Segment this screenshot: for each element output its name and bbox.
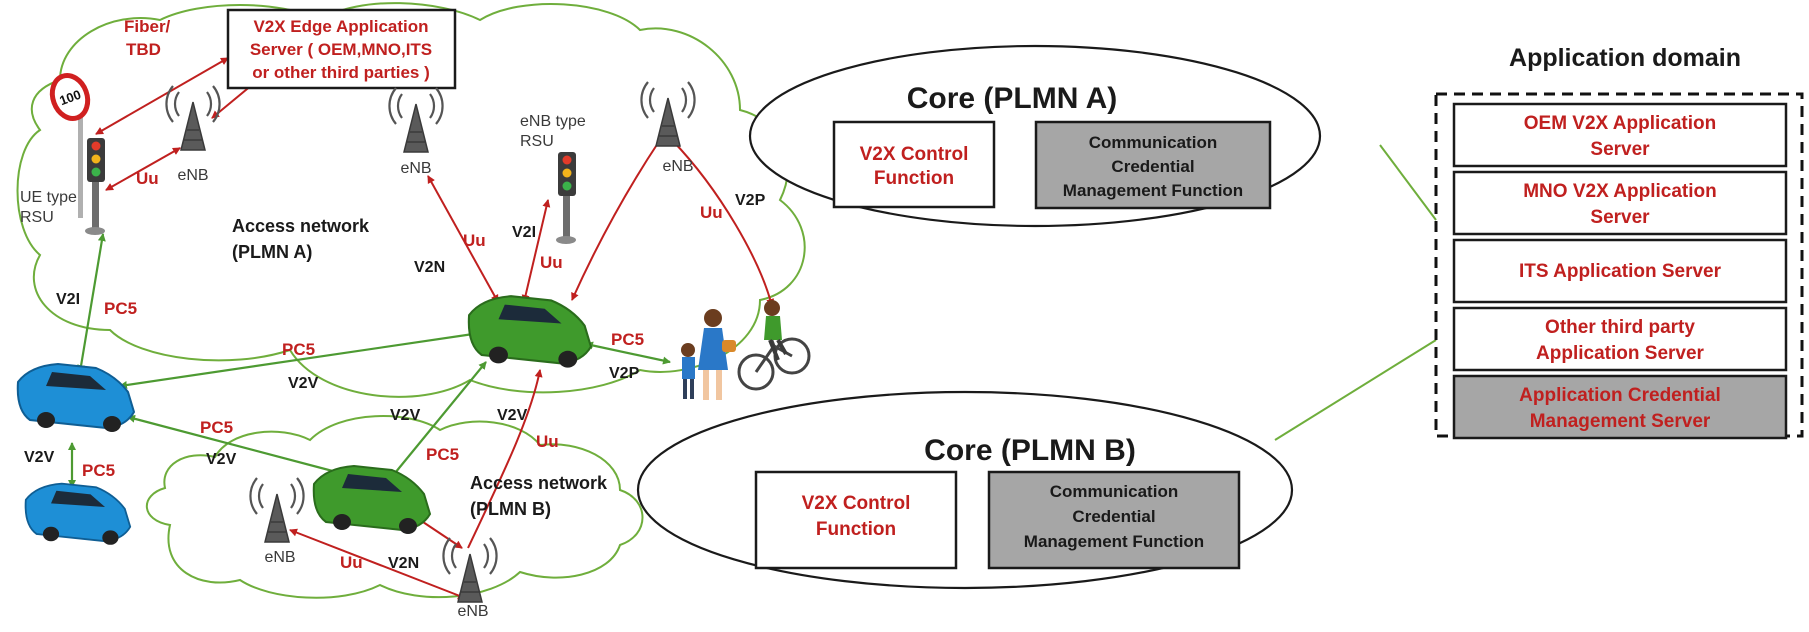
core-a-ccmf-line3: Management Function: [1063, 181, 1243, 200]
core-b-ccmf-line1: Communication: [1050, 482, 1178, 501]
v2p-label: V2P: [609, 365, 640, 382]
v2i-label: V2I: [512, 224, 536, 241]
pc5-label: PC5: [200, 418, 233, 437]
fiber-label-line2: TBD: [126, 40, 161, 59]
pc5-label: PC5: [104, 299, 137, 318]
access-network-b-line1: Access network: [470, 473, 608, 493]
v2v-label: V2V: [206, 451, 237, 468]
edge-application-server: V2X Edge Application Server ( OEM,MNO,IT…: [226, 8, 457, 90]
enb-label-1: eNB: [177, 167, 208, 184]
v2v-label: V2V: [497, 407, 528, 424]
green-car-icon: [312, 464, 432, 534]
core-plmn-b: Core (PLMN B) V2X Control Function Commu…: [636, 390, 1294, 590]
v2v-label: V2V: [390, 407, 421, 424]
blue-car-icon: [24, 482, 132, 545]
enb-tower-icon: [442, 537, 498, 603]
green-car-icon: [467, 295, 593, 368]
application-server-label: Server: [1590, 139, 1650, 160]
pc5-label: PC5: [282, 340, 315, 359]
enb-label-5: eNB: [457, 603, 488, 620]
application-server-box: [1452, 170, 1788, 236]
access-network-a-line1: Access network: [232, 216, 370, 236]
application-server-label: ITS Application Server: [1519, 261, 1722, 282]
enb-label-3: eNB: [662, 158, 693, 175]
core-plmn-a: Core (PLMN A) V2X Control Function Commu…: [748, 44, 1322, 228]
core-b-ccmf-line2: Credential: [1072, 507, 1155, 526]
access-network-b-line2: (PLMN B): [470, 499, 551, 519]
v2v-label: V2V: [288, 375, 319, 392]
pc5-label: PC5: [426, 445, 459, 464]
uu-label: Uu: [340, 553, 363, 572]
uu-label: Uu: [536, 432, 559, 451]
application-server-label: Application Credential: [1519, 385, 1721, 406]
application-server-label: OEM V2X Application: [1524, 113, 1717, 134]
enb-tower-icon: [249, 477, 305, 543]
blue-car-icon: [16, 362, 136, 432]
uu-label: Uu: [136, 169, 159, 188]
uu-label: Uu: [540, 253, 563, 272]
pc5-label: PC5: [82, 461, 115, 480]
access-network-a-line2: (PLMN A): [232, 242, 312, 262]
core-b-control-line2: Function: [816, 519, 896, 540]
core-b-title: Core (PLMN B): [924, 434, 1136, 467]
application-domain: Application domain OEM V2X ApplicationSe…: [1434, 44, 1804, 440]
application-server-box: [1452, 238, 1788, 304]
v2n-label: V2N: [388, 555, 419, 572]
application-server-label: Other third party: [1545, 317, 1695, 338]
core-a-title: Core (PLMN A): [907, 82, 1118, 115]
links: [68, 57, 1437, 600]
ue-rsu-traffic-light-icon: [85, 138, 105, 235]
application-server-label: Management Server: [1530, 411, 1711, 432]
core-a-ccmf: [1034, 120, 1272, 210]
speed-sign-icon: 100: [49, 73, 91, 218]
application-server-box: [1452, 374, 1788, 440]
core-b-ccmf: [987, 470, 1241, 570]
application-server-label: Server: [1590, 207, 1650, 228]
pc5-label: PC5: [611, 330, 644, 349]
ue-rsu-label-line2: RSU: [20, 209, 54, 226]
edge-server-line3: or other third parties ): [252, 63, 430, 82]
cyclist-icon: [737, 300, 811, 391]
uu-label: Uu: [700, 203, 723, 222]
application-server-box: [1452, 306, 1788, 372]
fiber-label-line1: Fiber/: [124, 17, 171, 36]
ue-rsu-label-line1: UE type: [20, 189, 77, 206]
application-server-label: Application Server: [1536, 343, 1704, 364]
core-a-v2x-control-function: [832, 120, 996, 209]
core-a-ccmf-line1: Communication: [1089, 133, 1217, 152]
core-a-control-line2: Function: [874, 168, 954, 189]
core-a-ccmf-line2: Credential: [1111, 157, 1194, 176]
v2v-label: V2V: [24, 449, 55, 466]
application-domain-title: Application domain: [1509, 44, 1741, 72]
enb-tower-icon: [640, 81, 696, 147]
v2n-label: V2N: [414, 259, 445, 276]
enb-rsu-label-line1: eNB type: [520, 113, 586, 130]
core-b-v2x-control-function: [754, 470, 958, 570]
core-b-ccmf-line3: Management Function: [1024, 532, 1204, 551]
enb-rsu-label-line2: RSU: [520, 133, 554, 150]
application-server-label: MNO V2X Application: [1523, 181, 1717, 202]
enb-label-2: eNB: [400, 160, 431, 177]
enb-label-4: eNB: [264, 549, 295, 566]
edge-server-line2: Server ( OEM,MNO,ITS: [250, 40, 432, 59]
enb-tower-icon: [388, 87, 444, 153]
v2i-label: V2I: [56, 291, 80, 308]
v2p-label: V2P: [735, 192, 766, 209]
core-a-control-line1: V2X Control: [860, 144, 969, 165]
enb-rsu-traffic-light-icon: [556, 152, 576, 244]
speed-sign-value: 100: [57, 87, 83, 109]
enb-tower-icon: [165, 85, 221, 151]
uu-label: Uu: [463, 231, 486, 250]
core-b-control-line1: V2X Control: [802, 493, 911, 514]
edge-server-line1: V2X Edge Application: [253, 17, 428, 36]
application-server-box: [1452, 102, 1788, 168]
pedestrian-icon: [681, 309, 736, 400]
